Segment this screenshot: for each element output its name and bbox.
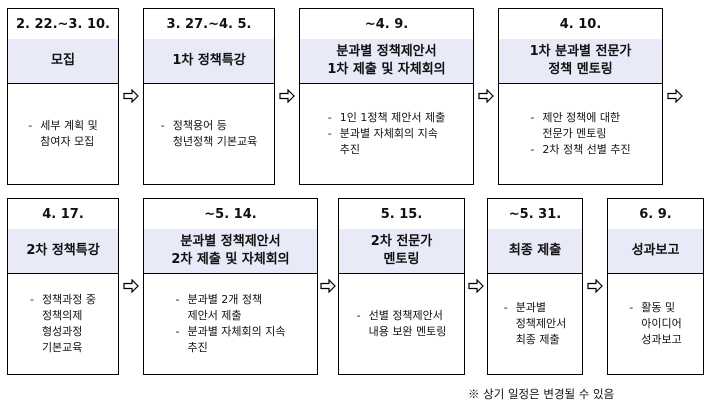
step-date: 3. 27.~4. 5. xyxy=(144,9,274,40)
step-date: 4. 10. xyxy=(499,9,662,40)
step-9: 6. 9. 성과보고 활동 및 아이디어 성과보고 xyxy=(607,198,704,375)
step-items: 정책용어 등 청년정책 기본교육 xyxy=(161,118,257,150)
arrow-right-icon xyxy=(123,279,139,293)
step-item: 1인 1정책 제안서 제출 xyxy=(328,110,445,126)
step-date: 4. 17. xyxy=(8,199,118,230)
step-date: ~4. 9. xyxy=(300,9,473,40)
step-title: 분과별 정책제안서 1차 제출 및 자체회의 xyxy=(300,39,473,84)
step-items: 제안 정책에 대한 전문가 멘토링 2차 정책 선별 추진 xyxy=(530,110,630,158)
step-title: 모집 xyxy=(8,39,118,84)
step-date: ~5. 31. xyxy=(488,199,582,230)
arrow-right-icon xyxy=(123,89,139,103)
step-item: 정책과정 중 정책의제 형성과정 기본교육 xyxy=(30,292,96,356)
arrow-right-icon xyxy=(587,279,603,293)
step-item: 분과별 2개 정책 제안서 제출 xyxy=(175,292,285,324)
arrow-right-icon xyxy=(478,89,494,103)
step-date: 5. 15. xyxy=(339,199,464,230)
arrow-right-icon xyxy=(320,279,336,293)
step-date: 2. 22.~3. 10. xyxy=(8,9,118,40)
schedule-note: ※ 상기 일정은 변경될 수 있음 xyxy=(468,387,615,401)
step-items: 분과별 2개 정책 제안서 제출 분과별 자체회의 지속 추진 xyxy=(175,292,285,356)
step-item: 분과별 자체회의 지속 추진 xyxy=(175,324,285,356)
step-items: 정책과정 중 정책의제 형성과정 기본교육 xyxy=(30,292,96,356)
step-6: ~5. 14. 분과별 정책제안서 2차 제출 및 자체회의 분과별 2개 정책… xyxy=(143,198,318,375)
step-title: 최종 제출 xyxy=(488,229,582,274)
step-item: 선별 정책제안서 내용 보완 멘토링 xyxy=(357,308,447,340)
step-title: 2차 전문가 멘토링 xyxy=(339,229,464,274)
step-8: ~5. 31. 최종 제출 분과별 정책제안서 최종 제출 xyxy=(487,198,583,375)
step-item: 2차 정책 선별 추진 xyxy=(530,142,630,158)
step-items: 선별 정책제안서 내용 보완 멘토링 xyxy=(357,308,447,340)
step-3: ~4. 9. 분과별 정책제안서 1차 제출 및 자체회의 1인 1정책 제안서… xyxy=(299,8,474,185)
step-item: 제안 정책에 대한 전문가 멘토링 xyxy=(530,110,630,142)
step-1: 2. 22.~3. 10. 모집 세부 계획 및 참여자 모집 xyxy=(7,8,119,185)
step-title: 성과보고 xyxy=(608,229,703,274)
arrow-right-icon xyxy=(279,89,295,103)
step-title: 2차 정책특강 xyxy=(8,229,118,274)
step-items: 활동 및 아이디어 성과보고 xyxy=(629,300,681,348)
step-items: 분과별 정책제안서 최종 제출 xyxy=(504,300,567,348)
arrow-right-icon xyxy=(468,279,484,293)
arrow-right-icon xyxy=(667,89,683,103)
step-date: ~5. 14. xyxy=(144,199,317,230)
step-item: 정책용어 등 청년정책 기본교육 xyxy=(161,118,257,150)
step-items: 1인 1정책 제안서 제출 분과별 자체회의 지속 추진 xyxy=(328,110,445,158)
step-title: 분과별 정책제안서 2차 제출 및 자체회의 xyxy=(144,229,317,274)
step-date: 6. 9. xyxy=(608,199,703,230)
step-7: 5. 15. 2차 전문가 멘토링 선별 정책제안서 내용 보완 멘토링 xyxy=(338,198,465,375)
step-item: 분과별 정책제안서 최종 제출 xyxy=(504,300,567,348)
step-item: 분과별 자체회의 지속 추진 xyxy=(328,126,445,158)
step-4: 4. 10. 1차 분과별 전문가 정책 멘토링 제안 정책에 대한 전문가 멘… xyxy=(498,8,663,185)
step-2: 3. 27.~4. 5. 1차 정책특강 정책용어 등 청년정책 기본교육 xyxy=(143,8,275,185)
step-item: 세부 계획 및 참여자 모집 xyxy=(28,118,98,150)
step-item: 활동 및 아이디어 성과보고 xyxy=(629,300,681,348)
step-5: 4. 17. 2차 정책특강 정책과정 중 정책의제 형성과정 기본교육 xyxy=(7,198,119,375)
step-items: 세부 계획 및 참여자 모집 xyxy=(28,118,98,150)
step-title: 1차 분과별 전문가 정책 멘토링 xyxy=(499,39,662,84)
step-title: 1차 정책특강 xyxy=(144,39,274,84)
